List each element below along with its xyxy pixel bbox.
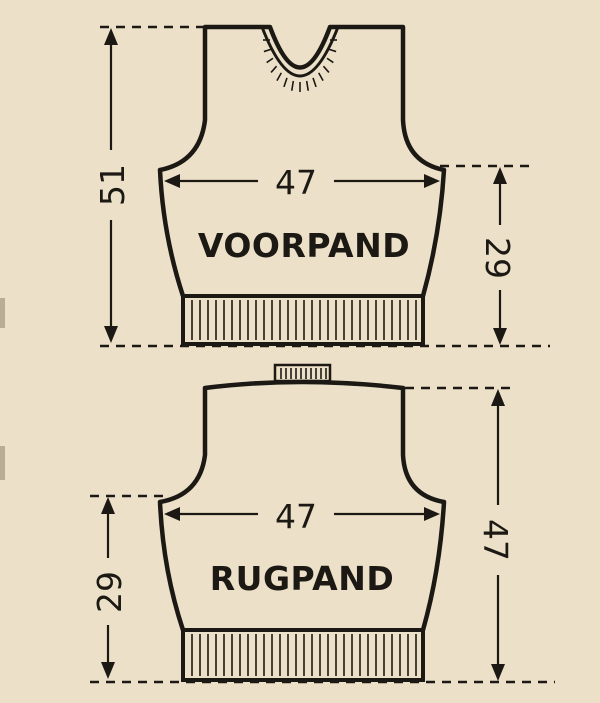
neck-rib-stripe (290, 80, 295, 91)
back-piece-label: RUGPAND (210, 559, 395, 598)
back-length-arrow-top (491, 389, 505, 406)
front-length-label: 51 (93, 164, 132, 206)
front-piece: 47 VOORPAND 51 29 (93, 24, 550, 348)
back-waistband-rib-lines (191, 634, 417, 676)
neck-rib-stripe (312, 77, 317, 88)
front-neck-rib-lines (263, 39, 337, 92)
neck-rib-stripe (283, 77, 288, 88)
back-length-arrow-bottom (491, 664, 505, 681)
back-piece: 47 RUGPAND 29 47 (90, 363, 555, 684)
back-neck-rib-lines (280, 368, 327, 379)
back-width-label: 47 (275, 497, 317, 536)
neck-rib-stripe (270, 65, 278, 73)
back-side-label: 29 (90, 571, 129, 613)
neck-rib-stripe (263, 48, 272, 53)
neck-rib-stripe (305, 80, 310, 91)
front-length-arrow-top (104, 28, 118, 45)
binding-mark (0, 298, 5, 328)
neck-rib-stripe (326, 57, 334, 64)
neck-rib-stripe (266, 57, 274, 64)
front-waistband-rib-lines (191, 300, 417, 340)
back-width-arrow-left (164, 507, 180, 521)
front-length-arrow-bottom (104, 326, 118, 343)
neck-rib-stripe (328, 48, 337, 53)
back-side-arrow-top (101, 497, 115, 514)
front-side-label: 29 (478, 237, 517, 279)
front-side-arrow-bottom (493, 328, 507, 345)
front-waistband (181, 294, 425, 346)
back-length-label: 47 (476, 519, 515, 561)
front-width-arrow-left (164, 174, 180, 188)
front-width-label: 47 (275, 163, 317, 202)
front-side-arrow-top (493, 167, 507, 184)
front-piece-label: VOORPAND (198, 226, 410, 265)
binding-mark (0, 446, 5, 480)
neck-rib-stripe (322, 65, 330, 73)
neck-rib-stripe (276, 72, 282, 82)
front-outline (157, 24, 447, 297)
back-side-arrow-bottom (101, 662, 115, 679)
neck-rib-stripe (318, 72, 324, 82)
back-waistband (181, 628, 425, 682)
front-width-arrow-right (424, 174, 440, 188)
back-width-arrow-right (424, 507, 440, 521)
back-outline (157, 379, 447, 631)
